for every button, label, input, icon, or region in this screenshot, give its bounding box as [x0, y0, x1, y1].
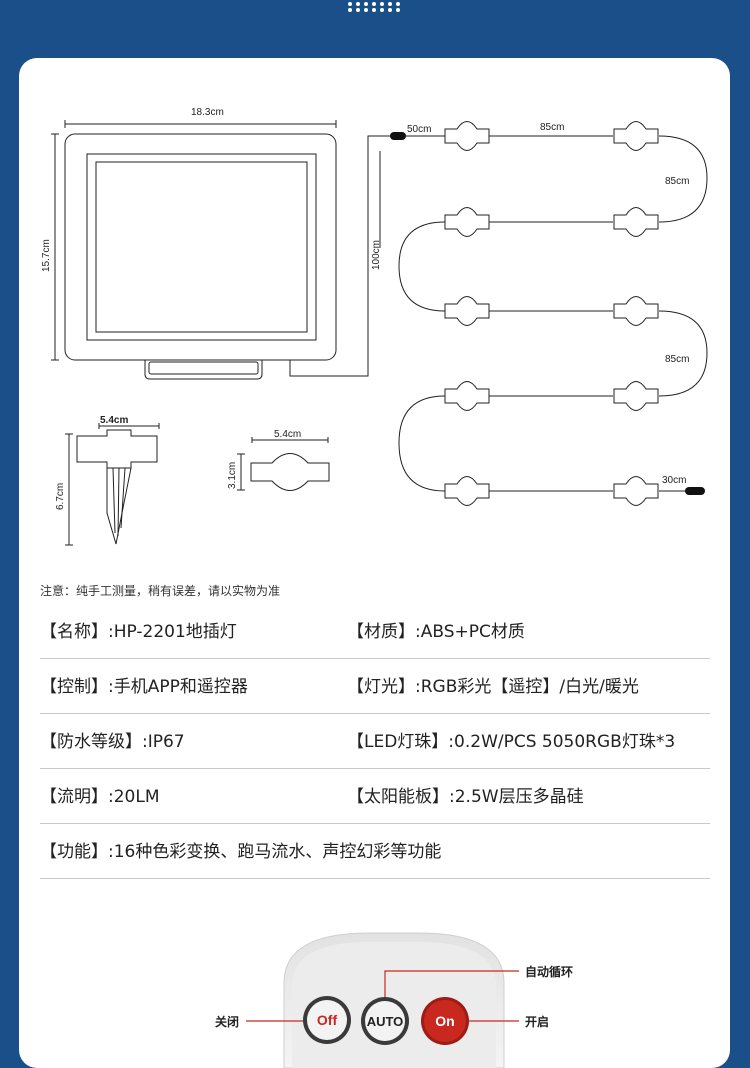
spec-row: 【流明】:20LM 【太阳能板】:2.5W层压多晶硅	[40, 768, 710, 824]
off-button-label: Off	[317, 1012, 338, 1028]
spec-row: 【功能】:16种色彩变换、跑马流水、声控幻彩等功能	[40, 823, 710, 879]
spec-led: 【LED灯珠】:0.2W/PCS 5050RGB灯珠*3	[347, 732, 676, 752]
spec-row: 【控制】:手机APP和遥控器 【灯光】:RGB彩光【遥控】/白光/暖光	[40, 658, 710, 714]
content-card: 18.3cm 15.7cm 100cm 50cm 85cm 85cm 85cm …	[19, 58, 730, 1068]
product-dimension-diagram: 18.3cm 15.7cm 100cm 50cm 85cm 85cm 85cm …	[41, 107, 708, 546]
spec-name: 【名称】:HP-2201地插灯	[40, 622, 237, 642]
spec-waterproof: 【防水等级】:IP67	[40, 732, 185, 752]
on-callout-label: 开启	[525, 1014, 549, 1029]
off-callout-label: 关闭	[215, 1014, 239, 1029]
panel-height-label: 15.7cm	[41, 239, 52, 272]
lead-cable-label: 50cm	[407, 124, 431, 135]
spec-row: 【防水等级】:IP67 【LED灯珠】:0.2W/PCS 5050RGB灯珠*3	[40, 713, 710, 769]
spec-solar-panel: 【太阳能板】:2.5W层压多晶硅	[347, 787, 584, 807]
spec-material: 【材质】:ABS+PC材质	[347, 622, 525, 642]
auto-button[interactable]	[361, 997, 409, 1045]
spec-function: 【功能】:16种色彩变换、跑马流水、声控幻彩等功能	[40, 842, 442, 862]
auto-callout-label: 自动循环	[525, 964, 573, 979]
cable-connector-icon	[390, 132, 406, 140]
off-button[interactable]	[303, 996, 351, 1044]
on-button[interactable]	[421, 997, 469, 1045]
header-dots-ornament	[348, 2, 404, 12]
spec-light: 【灯光】:RGB彩光【遥控】/白光/暖光	[347, 677, 639, 697]
on-button-label: On	[435, 1013, 454, 1029]
panel-width-label: 18.3cm	[191, 107, 224, 118]
stake-width-label: 5.4cm	[100, 415, 128, 426]
bead-spacing-label-2: 85cm	[665, 176, 689, 187]
auto-button-label: AUTO	[367, 1014, 404, 1029]
measurement-note: 注意：纯手工测量，稍有误差，请以实物为准	[40, 584, 281, 598]
bead-spacing-label: 85cm	[540, 122, 564, 133]
spec-control: 【控制】:手机APP和遥控器	[40, 677, 248, 697]
end-cable-label: 30cm	[662, 475, 686, 486]
bead-spacing-label-3: 85cm	[665, 354, 689, 365]
cable-connector-icon	[685, 487, 705, 495]
main-cable-label: 100cm	[371, 240, 382, 270]
spec-lumen: 【流明】:20LM	[40, 787, 160, 807]
bead-height-label: 3.1cm	[227, 462, 238, 489]
stake-height-label: 6.7cm	[55, 483, 66, 510]
bead-width-label: 5.4cm	[274, 429, 301, 440]
spec-row: 【名称】:HP-2201地插灯 【材质】:ABS+PC材质	[40, 603, 710, 659]
